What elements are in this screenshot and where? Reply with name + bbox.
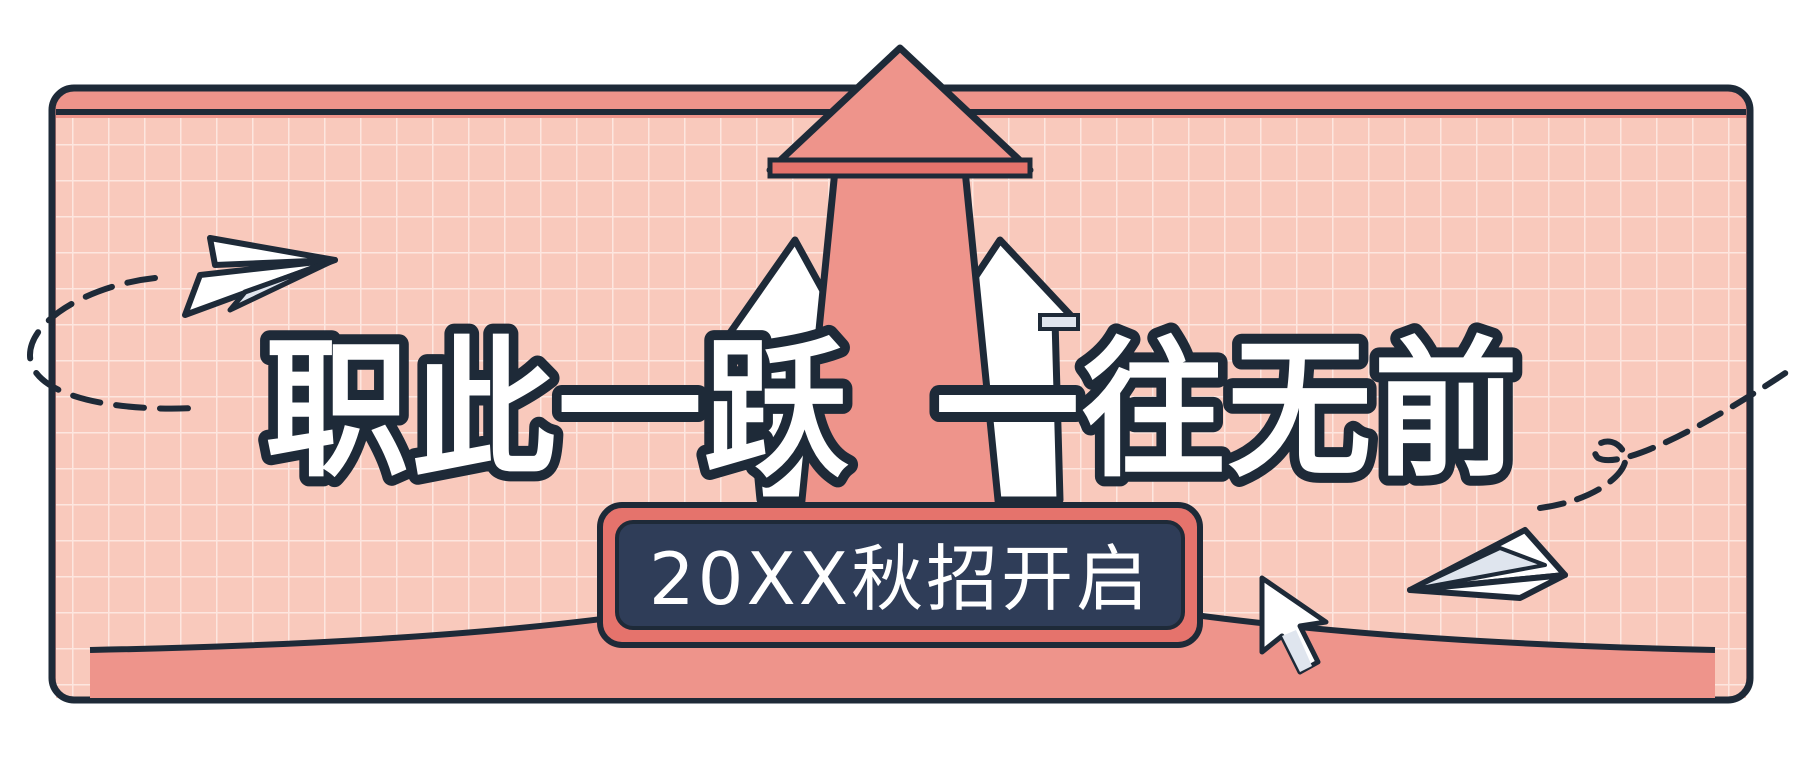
headline-right: 一往无前 bbox=[935, 324, 1520, 498]
paper-plane-icon bbox=[1407, 527, 1568, 601]
paper-plane-icon bbox=[182, 235, 338, 318]
up-arrow-icon bbox=[766, 44, 1034, 524]
flight-path-left bbox=[26, 275, 198, 412]
flight-path-right bbox=[1537, 367, 1793, 511]
headline-left: 职此一跃 bbox=[265, 324, 850, 498]
headline: 职此一跃 一往无前 bbox=[255, 314, 1528, 508]
mouse-cursor-icon bbox=[1259, 575, 1329, 675]
badge: 20XX秋招开启 bbox=[597, 502, 1203, 648]
badge-text: 20XX秋招开启 bbox=[649, 537, 1151, 621]
